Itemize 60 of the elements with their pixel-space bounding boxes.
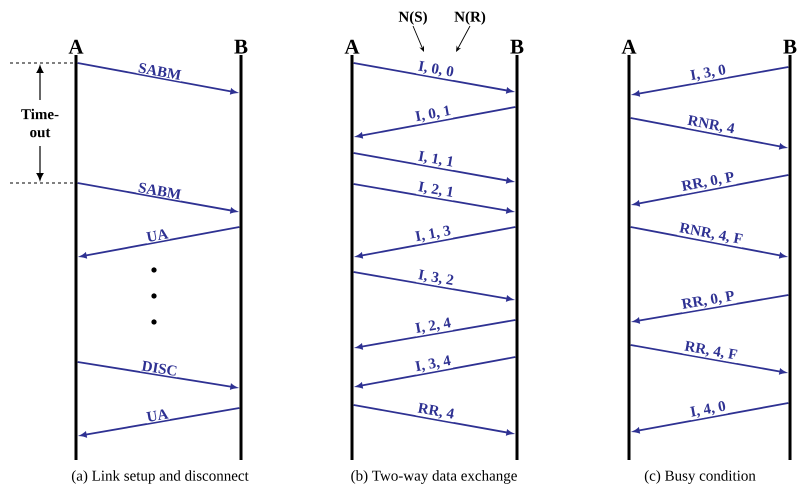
edge-label: RR, 4 — [416, 401, 456, 422]
message-arrow — [354, 152, 513, 184]
node-label: A — [344, 40, 360, 54]
message-arrow — [354, 271, 513, 302]
edge-label: SABM — [136, 61, 184, 82]
message-arrow — [633, 174, 788, 206]
edge-label: I, 0, 0 — [416, 59, 456, 80]
message-arrow — [356, 106, 516, 138]
field-label: N(S) — [398, 11, 427, 25]
message-arrow — [356, 226, 516, 258]
edge-label: RR, 0, P — [680, 170, 737, 194]
message-arrow — [78, 62, 237, 94]
edge-label: RNR, 4, F — [677, 221, 745, 248]
edge-label: I, 3, 4 — [413, 354, 453, 375]
timeline: A — [68, 40, 84, 460]
timeline: B — [234, 40, 248, 460]
edge-label: DISC — [140, 359, 180, 378]
message-arrow — [633, 294, 788, 324]
edge-label: RR, 4, F — [682, 340, 740, 364]
edge-label: I, 2, 4 — [413, 316, 454, 337]
panel-caption: (c) Busy condition — [644, 470, 756, 484]
node-label: A — [68, 40, 84, 54]
timeline: A — [344, 40, 360, 460]
edge-label: I, 1, 3 — [413, 224, 453, 245]
message-arrow — [630, 117, 786, 150]
node-label: B — [510, 40, 524, 54]
message-arrow — [354, 62, 513, 94]
message-arrow — [354, 404, 513, 436]
edge-label: I, 3, 2 — [416, 268, 456, 289]
message-arrow — [356, 319, 516, 350]
message-arrow — [633, 66, 788, 96]
timeline: B — [510, 40, 524, 460]
message-arrow — [630, 226, 786, 258]
message-arrow — [80, 407, 240, 438]
edge-label: I, 1, 1 — [416, 149, 456, 170]
node-label: B — [234, 40, 248, 54]
edge-label: RNR, 4 — [685, 114, 737, 137]
message-arrow — [80, 226, 240, 258]
edge-label: I, 3, 0 — [688, 62, 728, 84]
edge-label: I, 0, 1 — [413, 104, 453, 125]
edge-label: SABM — [136, 180, 184, 201]
timeline: A — [622, 40, 636, 460]
message-arrow — [630, 344, 786, 374]
panel-caption: (a) Link setup and disconnect — [72, 470, 249, 484]
timeline: B — [783, 40, 796, 460]
message-arrow — [356, 356, 516, 388]
edge-label: UA — [144, 407, 170, 424]
message-arrow — [633, 402, 788, 434]
edge-label: RR, 0, P — [680, 289, 737, 312]
edge-label: I, 2, 1 — [416, 180, 456, 201]
panel-caption: (b) Two-way data exchange — [351, 470, 517, 484]
message-arrow — [78, 182, 237, 214]
node-label: A — [622, 40, 636, 54]
dimension-label: Time-out — [21, 108, 58, 138]
message-arrow — [78, 361, 237, 390]
field-label: N(R) — [454, 11, 486, 25]
message-arrow — [354, 183, 513, 214]
edge-label: UA — [144, 227, 170, 244]
node-label: B — [783, 40, 796, 54]
edge-label: I, 4, 0 — [688, 399, 728, 420]
